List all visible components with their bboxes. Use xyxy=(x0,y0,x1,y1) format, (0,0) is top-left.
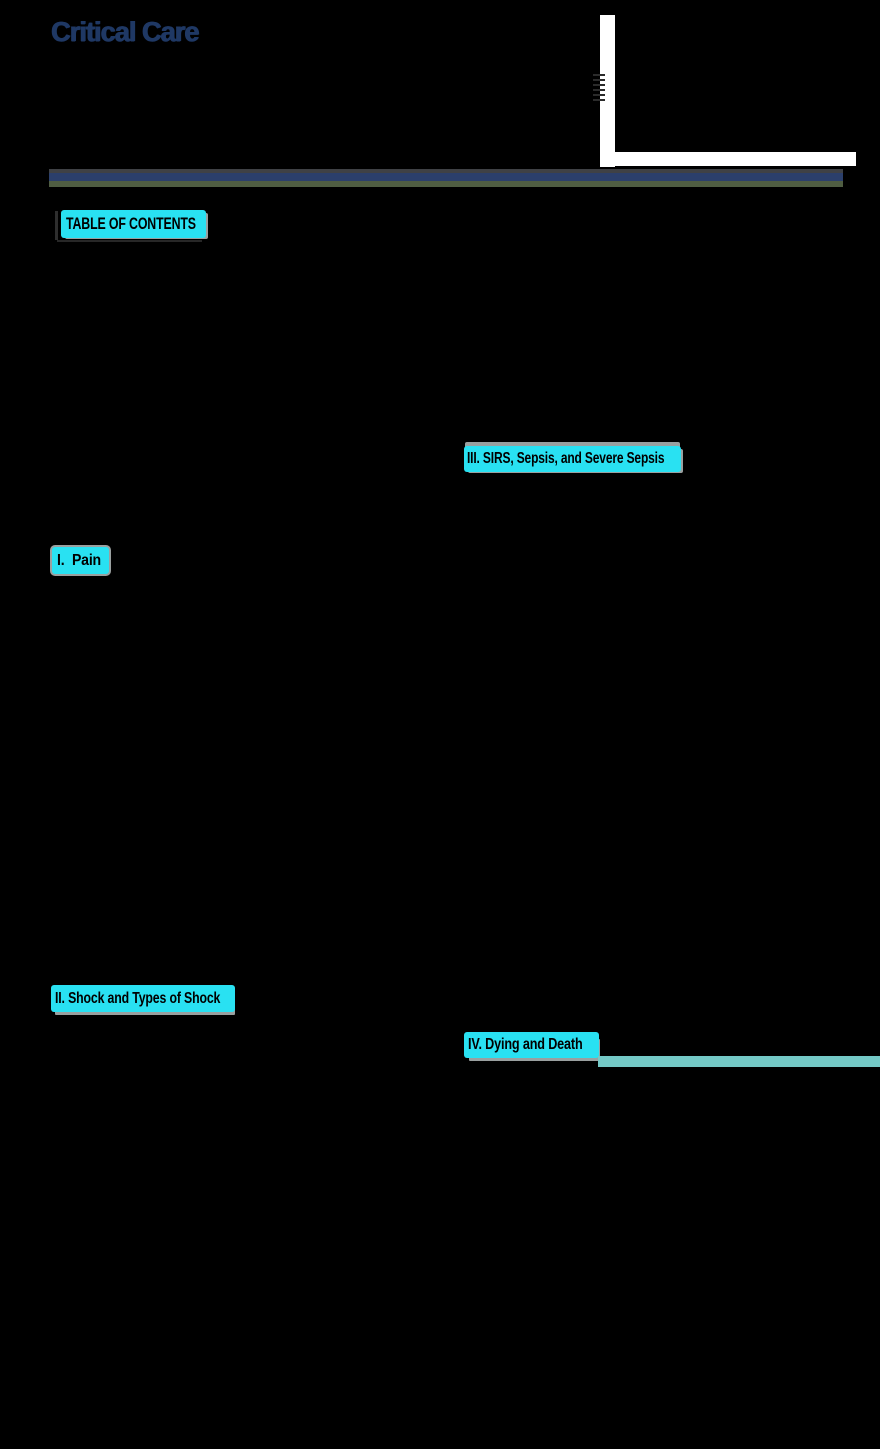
section-heading-shock-label: II. Shock and Types of Shock xyxy=(55,989,221,1007)
section-heading-shock: II. Shock and Types of Shock xyxy=(51,985,235,1012)
toc-left-tick xyxy=(55,211,58,240)
section-heading-pain-label: I. Pain xyxy=(57,551,101,569)
section-heading-dying-death-label: IV. Dying and Death xyxy=(468,1036,583,1053)
toc-underline xyxy=(57,240,202,242)
toc-heading-label: TABLE OF CONTENTS xyxy=(66,214,196,233)
section-heading-pain: I. Pain xyxy=(52,547,109,574)
section-heading-dying-death: IV. Dying and Death xyxy=(464,1032,599,1058)
paper-strip-horizontal xyxy=(600,152,856,166)
teal-divider-band xyxy=(598,1056,880,1067)
page-edge-marks-icon xyxy=(593,74,605,101)
toc-heading-highlight: TABLE OF CONTENTS xyxy=(61,210,206,238)
section-heading-sirs-sepsis-label: III. SIRS, Sepsis, and Severe Sepsis xyxy=(467,450,665,467)
header-rule xyxy=(49,169,843,187)
section-heading-sirs-sepsis: III. SIRS, Sepsis, and Severe Sepsis xyxy=(464,446,681,472)
document-title: Critical Care xyxy=(51,16,199,47)
paper-strip-vertical xyxy=(600,15,615,167)
